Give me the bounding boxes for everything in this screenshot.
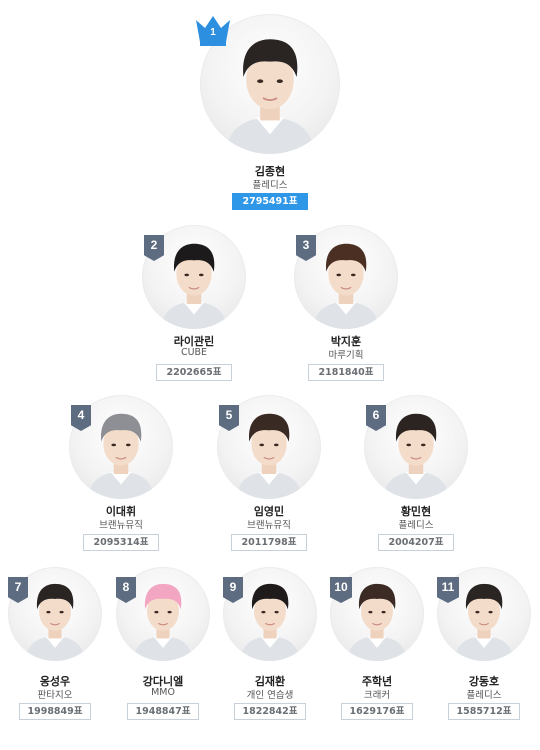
rank-badge: 7: [8, 577, 28, 603]
trainee-portrait: [453, 583, 515, 661]
rank-badge: 2: [144, 235, 164, 261]
crown-icon: 1: [194, 14, 232, 48]
rank-badge: 6: [366, 405, 386, 431]
vote-count: 1629176표: [341, 703, 413, 720]
vote-count: 1585712표: [448, 703, 520, 720]
trainee-portrait: [235, 413, 303, 499]
vote-count: 1998849표: [19, 703, 91, 720]
trainee-portrait: [382, 413, 450, 499]
trainee-name[interactable]: 강다니엘: [142, 675, 184, 688]
trainee-name[interactable]: 강동호: [468, 675, 500, 688]
vote-count: 2011798표: [231, 534, 307, 551]
trainee-agency: MMO: [151, 687, 175, 698]
rank-badge: 4: [71, 405, 91, 431]
trainee-portrait: [239, 583, 301, 661]
trainee-agency: 브랜뉴뮤직: [247, 520, 291, 531]
rank-badge: 8: [116, 577, 136, 603]
vote-count: 1948847표: [127, 703, 199, 720]
trainee-portrait: [346, 583, 408, 661]
trainee-name[interactable]: 박지훈: [330, 335, 362, 348]
trainee-agency: 플레디스: [252, 180, 288, 191]
vote-count: 2004207표: [378, 534, 454, 551]
rank-badge: 10: [330, 577, 352, 603]
trainee-agency: 브랜뉴뮤직: [99, 520, 143, 531]
trainee-portrait: [87, 413, 155, 499]
trainee-name[interactable]: 황민현: [400, 505, 432, 518]
trainee-portrait: [312, 243, 380, 329]
trainee-agency: CUBE: [180, 347, 208, 358]
trainee-name[interactable]: 임영민: [253, 505, 285, 518]
trainee-agency: 플레디스: [466, 690, 502, 701]
trainee-agency: 마루기획: [328, 350, 364, 361]
trainee-portrait: [225, 39, 315, 154]
trainee-name[interactable]: 김종현: [254, 165, 286, 178]
rank-badge: 11: [437, 577, 459, 603]
trainee-agency: 판타지오: [37, 690, 73, 701]
vote-count: 2795491표: [232, 193, 308, 210]
vote-count: 2095314표: [83, 534, 159, 551]
rank-badge: 3: [296, 235, 316, 261]
rank-number: 1: [210, 27, 216, 38]
trainee-name[interactable]: 김재환: [254, 675, 286, 688]
vote-count: 1822842표: [234, 703, 306, 720]
vote-count: 2181840표: [308, 364, 384, 381]
trainee-portrait: [132, 583, 194, 661]
trainee-name[interactable]: 옹성우: [39, 675, 71, 688]
trainee-agency: 플레디스: [398, 520, 434, 531]
trainee-portrait: [24, 583, 86, 661]
trainee-name[interactable]: 주학년: [361, 675, 393, 688]
vote-count: 2202665표: [156, 364, 232, 381]
rank-badge: 5: [219, 405, 239, 431]
trainee-agency: 크래커: [363, 690, 391, 701]
trainee-portrait: [160, 243, 228, 329]
trainee-name[interactable]: 라이관린: [173, 335, 215, 348]
trainee-agency: 개인 연습생: [246, 690, 294, 701]
trainee-name[interactable]: 이대휘: [105, 505, 137, 518]
rank-badge: 9: [223, 577, 243, 603]
trainee-photo[interactable]: [330, 567, 424, 661]
trainee-photo[interactable]: [200, 14, 340, 154]
